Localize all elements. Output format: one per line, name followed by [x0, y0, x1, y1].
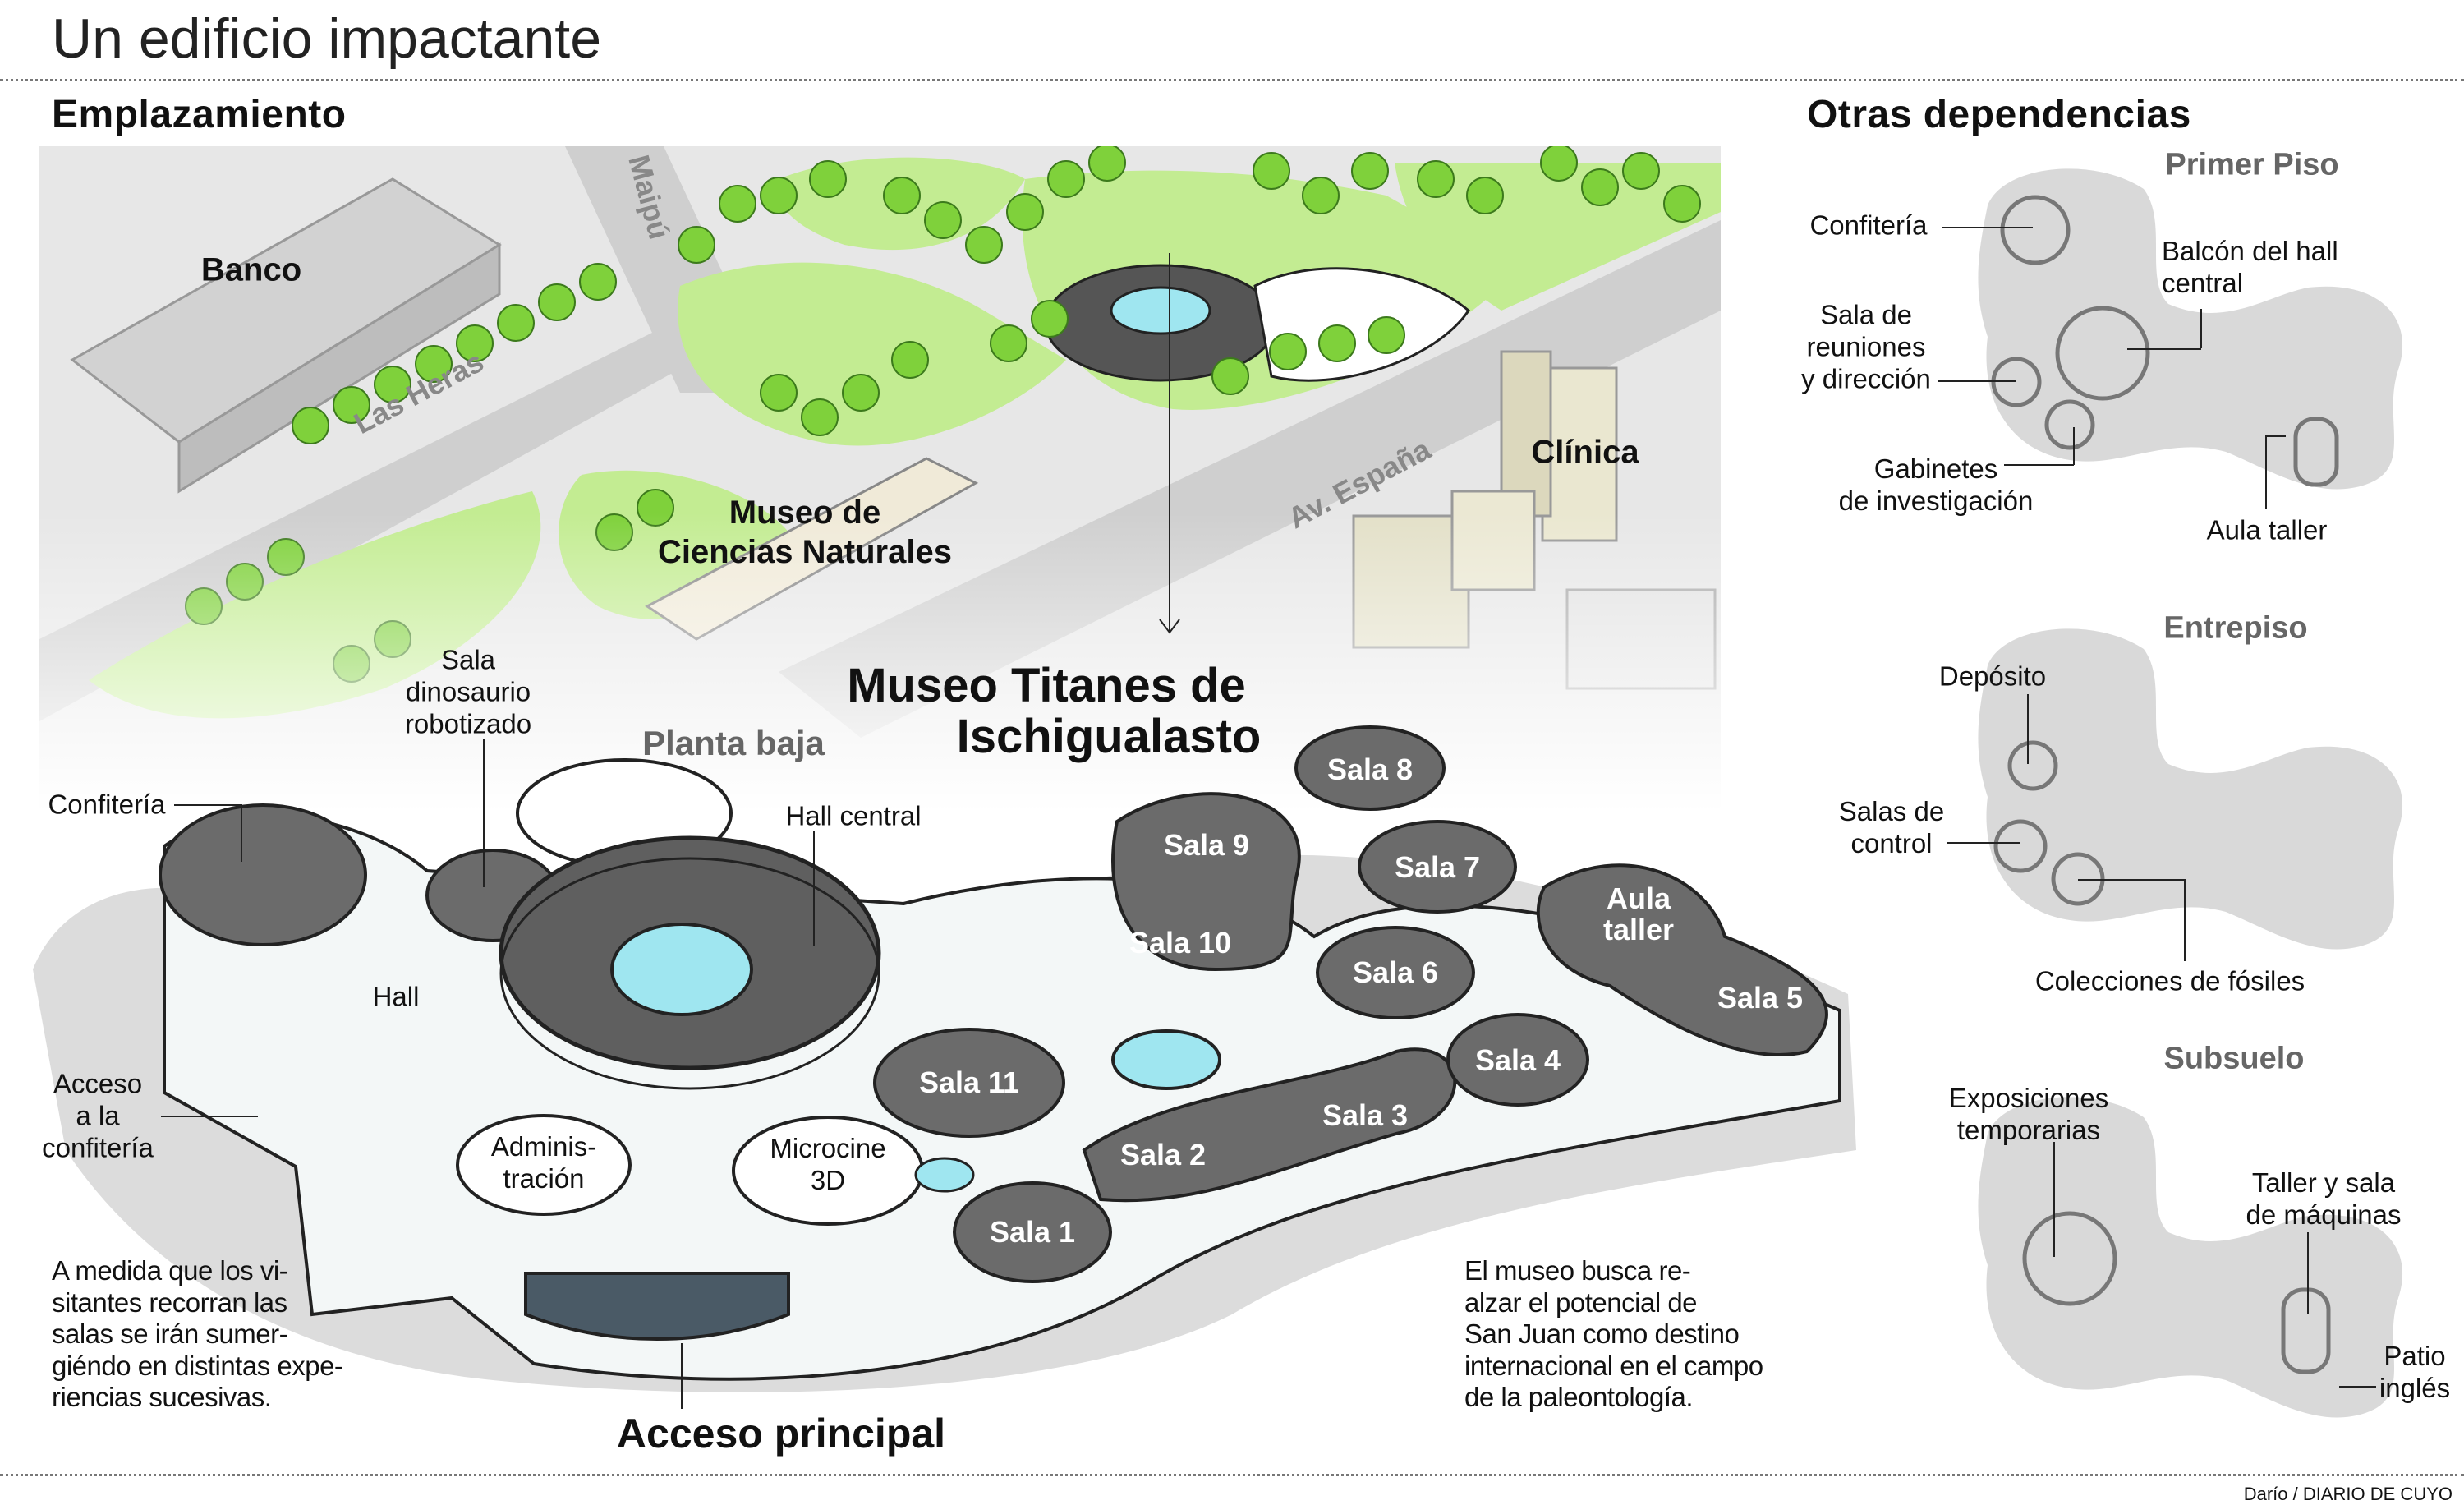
room-sala-11: [873, 1028, 1065, 1138]
label-ss-patio: Patio inglés: [2379, 1341, 2451, 1403]
room-label-aula-taller: Aula taller: [1602, 881, 1675, 946]
room-label-sala-2: Sala 2: [1119, 1138, 1207, 1171]
plan-deposito: [2007, 740, 2058, 791]
room-label-sala-5: Sala 5: [1717, 981, 1804, 1015]
floor-footprint: [1978, 168, 2403, 490]
main-access-label: Acceso principal: [616, 1411, 946, 1457]
room-label-sala-11: Sala 11: [918, 1065, 1020, 1099]
room-sala-8: [1294, 725, 1446, 811]
label-hall: Hall: [372, 981, 420, 1012]
plan-confiteria: [2000, 195, 2071, 265]
floor-title-subsuelo: Subsuelo: [2163, 1041, 2305, 1076]
section-other-title: Otras dependencias: [1807, 93, 2191, 136]
label-pp-confiteria: Confitería: [1809, 209, 1928, 241]
label-pp-balcon: Balcón del hall central: [2162, 236, 2338, 298]
floor-title-entrepiso: Entrepiso: [2163, 610, 2308, 646]
plan-aula: [2293, 417, 2339, 487]
text-left-paragraph: A medida que los vi- sitantes recorran l…: [52, 1255, 343, 1412]
label-hall-central: Hall central: [785, 800, 922, 831]
label-pp-aula: Aula taller: [2206, 514, 2328, 545]
room-sala-1: [953, 1181, 1112, 1283]
label-ep-control: Salas de control: [1838, 796, 1945, 858]
dome-icon: [610, 923, 753, 1016]
entrance-canopy: [524, 1272, 790, 1341]
room-sala-4: [1446, 1013, 1589, 1107]
room-aula-sala-5: [1536, 863, 1828, 1056]
room-label-sala-1: Sala 1: [989, 1215, 1076, 1249]
plan-gabinetes: [2044, 399, 2095, 450]
room-label-sala-4: Sala 4: [1474, 1043, 1561, 1077]
label-ep-deposito: Depósito: [1938, 660, 2047, 692]
museum-name-line2: Ischigualasto: [956, 710, 1262, 763]
room-label-sala-9: Sala 9: [1163, 828, 1250, 862]
label-pp-gabinetes: Gabinetes de investigación: [1838, 453, 2034, 516]
room-admin: [456, 1114, 632, 1216]
floor-footprint: [1978, 1097, 2403, 1418]
room-label-sala-6: Sala 6: [1352, 955, 1439, 989]
map-label-clinic: Clínica: [1531, 434, 1639, 471]
map-label-natural-museum: Museo de Ciencias Naturales: [658, 495, 952, 570]
label-ss-exposiciones: Exposiciones temporarias: [1948, 1083, 2109, 1145]
label-dino-room: Sala dinosaurio robotizado: [404, 644, 532, 739]
label-confiteria: Confitería: [48, 789, 166, 820]
room-sala-7: [1358, 820, 1517, 914]
plan-taller: [2281, 1287, 2331, 1374]
plan-control: [1993, 819, 2048, 873]
floor-label-planta-baja: Planta baja: [642, 724, 825, 762]
room-confiteria: [159, 803, 367, 946]
text-right-paragraph: El museo busca re- alzar el potencial de…: [1464, 1255, 1763, 1412]
map-illustration: [39, 146, 1721, 812]
plan-reuniones: [1991, 357, 2042, 407]
floor-plans: [1978, 168, 2403, 1418]
label-cinema: Microcine 3D: [770, 1133, 886, 1195]
room-sala-9-10: [1111, 792, 1301, 972]
dome-icon: [1111, 1029, 1221, 1090]
building-illustration: [33, 725, 1856, 1392]
label-pp-reuniones: Sala de reuniones y dirección: [1801, 299, 1931, 394]
label-ss-taller: Taller y sala de máquinas: [2246, 1167, 2402, 1230]
section-location-title: Emplazamiento: [52, 93, 347, 136]
top-divider: [0, 79, 2464, 81]
location-map: [39, 146, 1721, 812]
credit: Darío / DIARIO DE CUYO: [2243, 1484, 2453, 1504]
label-confiteria-access: Acceso a la confitería: [42, 1068, 154, 1163]
room-label-sala-3: Sala 3: [1322, 1098, 1409, 1132]
room-label-sala-10: Sala 10: [1129, 926, 1232, 960]
map-label-bank: Banco: [200, 251, 302, 288]
floor-title-primer-piso: Primer Piso: [2165, 147, 2339, 182]
room-label-sala-7: Sala 7: [1394, 850, 1481, 884]
room-sala-6: [1316, 926, 1475, 1019]
floor-footprint: [1978, 628, 2403, 950]
page-title: Un edificio impactante: [52, 7, 602, 70]
dome-icon: [914, 1157, 975, 1193]
bottom-divider: [0, 1474, 2464, 1476]
label-admin: Adminis- tración: [490, 1131, 597, 1194]
arrow-down-icon: [1159, 619, 1180, 634]
label-ep-colecciones: Colecciones de fósiles: [2034, 965, 2305, 996]
plan-balcon: [2055, 306, 2150, 401]
museum-name-line1: Museo Titanes de: [847, 659, 1246, 712]
plan-exposiciones: [2022, 1211, 2117, 1306]
room-label-sala-8: Sala 8: [1326, 752, 1414, 786]
